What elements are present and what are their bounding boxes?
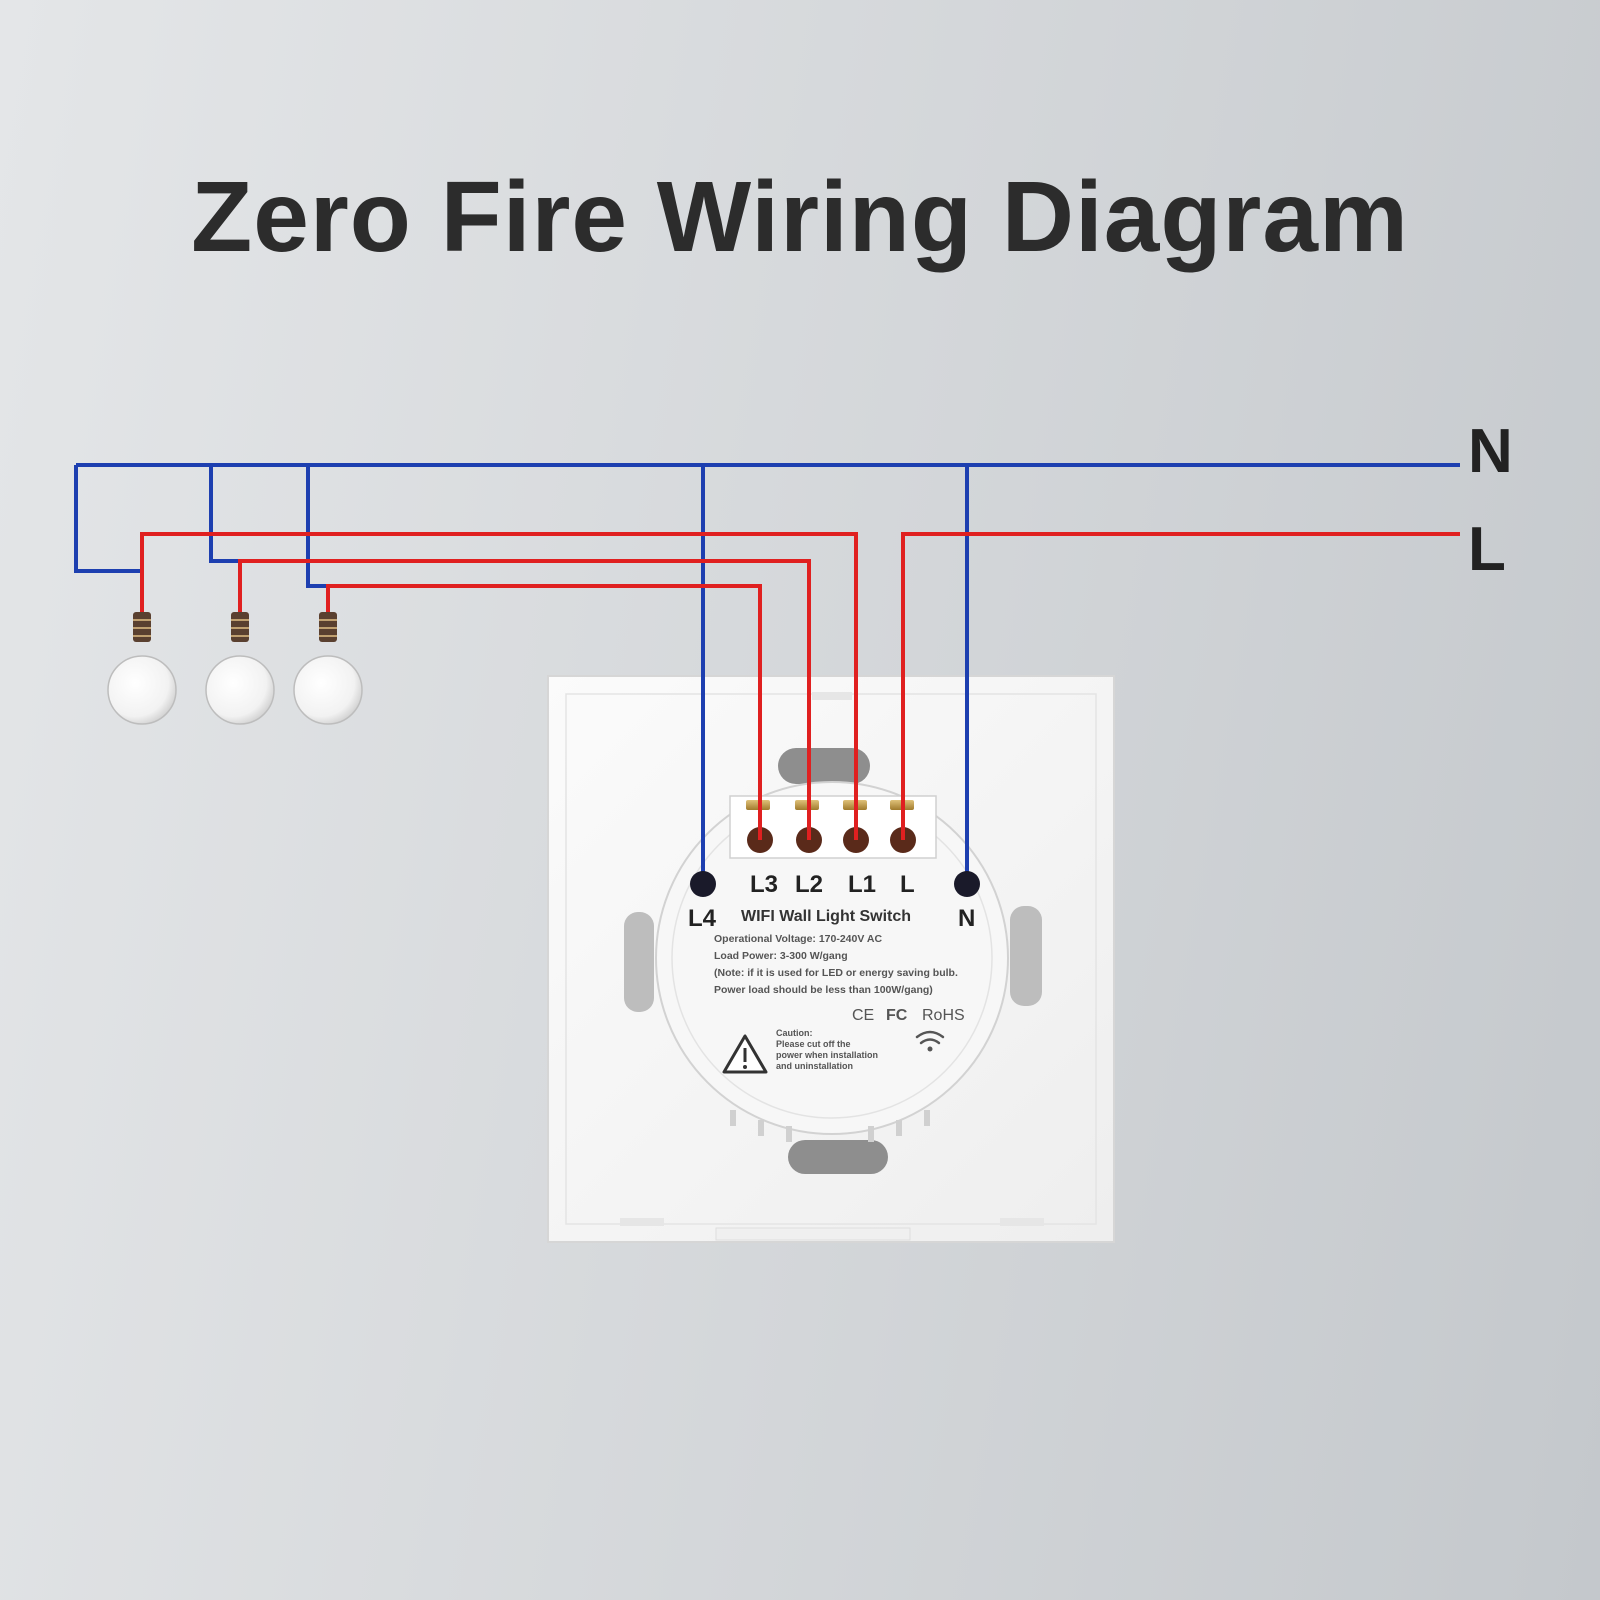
light-bulb-icon [293, 612, 363, 725]
product-spec-line: Operational Voltage: 170-240V AC [714, 933, 882, 945]
wifi-icon [915, 1030, 945, 1052]
switch-back-plate [547, 675, 1115, 1243]
rohs-mark: RoHS [922, 1007, 965, 1024]
live-wiring [140, 532, 1460, 840]
terminal-label-l1: L1 [848, 871, 876, 898]
caution-line: power when installation [776, 1050, 878, 1060]
terminal-label-l4: L4 [688, 905, 717, 932]
page-title: Zero Fire Wiring Diagram [191, 161, 1409, 273]
terminal-label-n: N [958, 905, 975, 932]
terminal-l4-dot [690, 871, 716, 897]
product-spec-line: Power load should be less than 100W/gang… [714, 984, 933, 996]
light-bulb-icon [107, 612, 177, 725]
neutral-to-bulb-3 [306, 465, 328, 588]
terminal-label-l: L [900, 871, 915, 898]
l2-to-bulb-2 [238, 559, 811, 840]
product-spec-line: (Note: if it is used for LED or energy s… [714, 967, 958, 979]
fc-mark: FC [886, 1007, 908, 1024]
ce-mark: CE [852, 1007, 874, 1024]
live-main-to-l-terminal [901, 532, 1460, 840]
live-line-label: L [1468, 515, 1506, 584]
product-spec-line: Load Power: 3-300 W/gang [714, 950, 848, 962]
caution-heading: Caution: [776, 1028, 813, 1038]
light-bulb-1 [107, 612, 177, 725]
neutral-to-bulb-2 [209, 465, 240, 563]
product-name: WIFI Wall Light Switch [741, 908, 911, 925]
terminal-label-l3: L3 [750, 871, 778, 898]
light-bulb-icon [205, 612, 275, 725]
neutral-line-label: N [1468, 417, 1513, 486]
l1-to-bulb-1 [140, 532, 858, 840]
neutral-to-bulb-1 [74, 465, 140, 573]
terminal-n-dot [954, 871, 980, 897]
terminal-label-l2: L2 [795, 871, 823, 898]
caution-line: Please cut off the [776, 1039, 851, 1049]
warning-triangle-icon [722, 1034, 768, 1074]
caution-line: and uninstallation [776, 1061, 853, 1071]
l3-to-bulb-3 [326, 584, 762, 840]
light-bulb-3 [293, 612, 363, 725]
light-bulb-2 [205, 612, 275, 725]
